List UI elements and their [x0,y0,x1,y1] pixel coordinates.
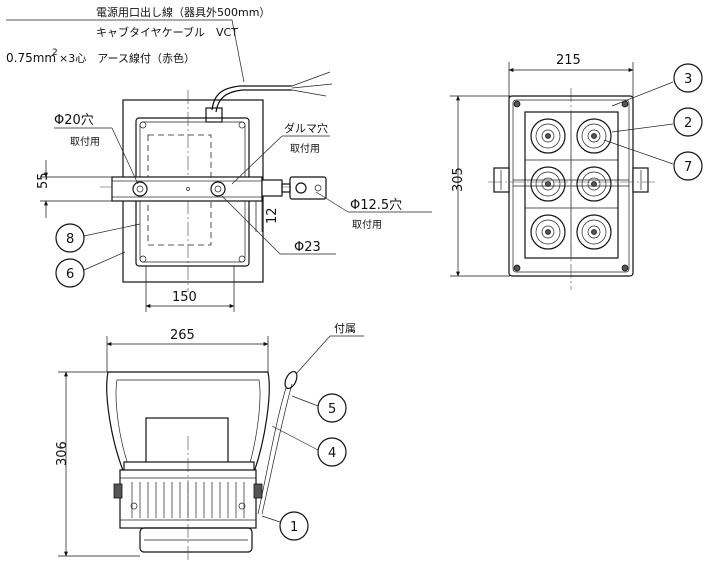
side-view: 265 306 [55,322,364,562]
callout-8 [55,223,85,253]
hole-20-mark [132,181,148,197]
callout-7 [673,151,703,181]
heat-fins [131,482,245,518]
callout-3-label: 3 [684,72,692,87]
hole-23-note: Φ23 [294,240,321,255]
front-right-bracket [632,167,649,193]
plan-view: 電源用口出し線（器具外500mm） キャブタイヤケーブル VCT 0.75mm … [6,5,432,312]
led-lens-4 [576,166,612,202]
accessory-bracket [289,176,327,200]
hole-20-note: Φ20穴 [54,113,94,128]
led-lens-5 [530,214,566,250]
dim-55: 55 [36,172,51,189]
callout-5-label: 5 [328,402,336,417]
front-view: 215 305 [450,53,703,290]
cable-note-line1: 電源用口出し線（器具外500mm） [96,5,270,19]
callout-1 [279,511,309,541]
callout-6 [55,258,85,288]
power-cable [211,85,292,111]
cable-note-line2: キャブタイヤケーブル VCT [96,25,238,39]
cable-gland [205,107,223,123]
callout-4 [317,437,347,467]
lens-cover [139,527,253,553]
callout-4-label: 4 [328,446,336,461]
accessory-note: 付属 [334,322,356,335]
dim-215: 215 [556,53,581,68]
led-panel [524,111,619,259]
callout-2-label: 2 [684,116,692,131]
front-left-bracket [493,167,510,193]
dim-150: 150 [172,290,197,305]
cable-note-line3b: ×3心 アース線付（赤色） [59,51,195,65]
daruma-hole-use: 取付用 [290,142,320,155]
u-bracket [106,371,270,479]
daruma-hole-note: ダルマ穴 [284,121,328,135]
led-lens-6 [576,214,612,250]
dim-12: 12 [265,207,280,224]
hole-12-5-note: Φ12.5穴 [350,198,402,213]
led-lens-3 [530,166,566,202]
wire-clip [284,370,298,390]
rear-box [145,417,229,469]
dim-305: 305 [451,167,466,192]
dim-265: 265 [170,328,195,343]
callout-8-label: 8 [66,232,74,247]
callout-3 [673,63,703,93]
cable-note-line3a: 0.75mm [6,51,56,65]
callout-2 [673,107,703,137]
callout-1-label: 1 [290,520,298,535]
dim-306: 306 [55,441,70,466]
mounting-bar [111,176,263,202]
led-lens-2 [576,118,612,154]
led-lens-1 [530,118,566,154]
hole-20-use: 取付用 [70,135,100,148]
cable-note-line3-sup: 2 [52,48,58,58]
callout-7-label: 7 [684,160,692,175]
callout-6-label: 6 [66,267,74,282]
safety-wire [261,383,293,515]
hole-12-5-use: 取付用 [352,218,382,231]
callout-5 [317,393,347,423]
